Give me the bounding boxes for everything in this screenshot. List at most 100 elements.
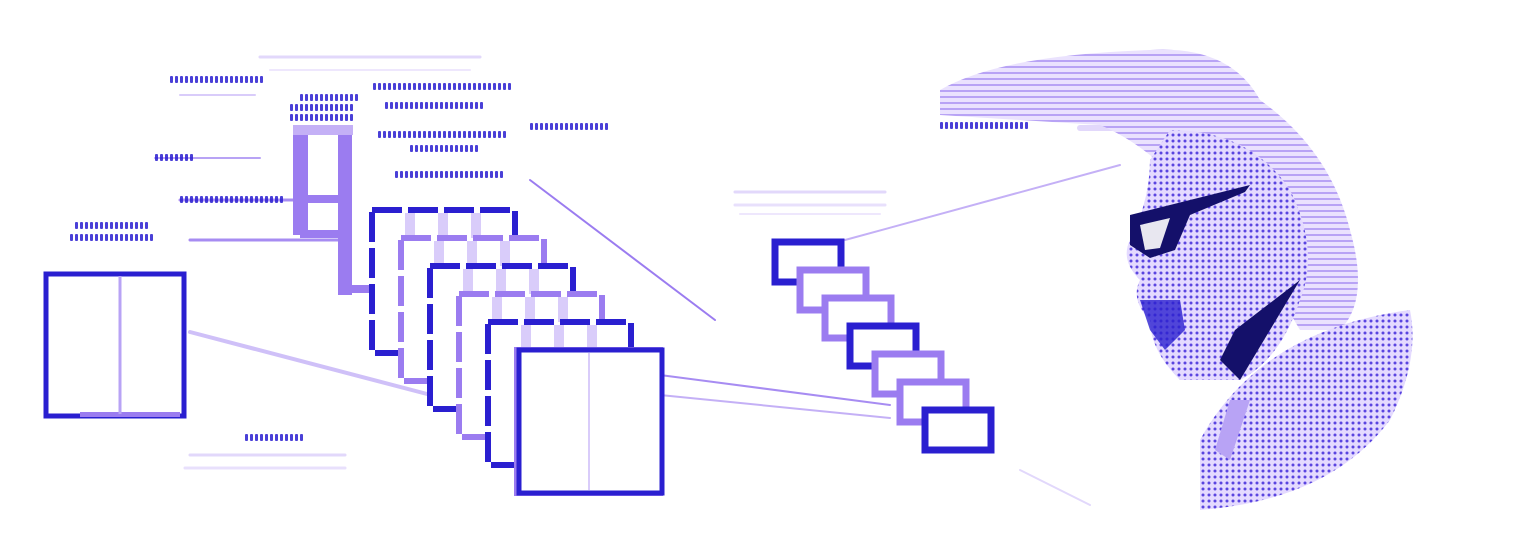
glyph-mark: [495, 171, 498, 178]
glyph-mark: [383, 131, 386, 138]
glyph-mark: [463, 131, 466, 138]
glyph-mark: [190, 76, 193, 83]
glyph-mark: [418, 83, 421, 90]
glyph-mark: [433, 131, 436, 138]
feature-map-stack: [369, 207, 665, 496]
feature-map-band: [529, 269, 539, 309]
glyph-mark: [575, 123, 578, 130]
glyph-mark: [545, 123, 548, 130]
glyph-mark: [483, 131, 486, 138]
glyph-mark: [270, 196, 273, 203]
glyph-mark: [80, 234, 83, 241]
feature-map-band: [587, 325, 597, 365]
glyph-mark: [275, 196, 278, 203]
feature-map-band: [554, 325, 564, 365]
glyph-mark: [310, 94, 313, 101]
glyph-mark: [455, 171, 458, 178]
glyph-mark: [245, 434, 248, 441]
glyph-mark: [220, 196, 223, 203]
glyph-mark: [455, 102, 458, 109]
glyph-mark: [125, 234, 128, 241]
glyph-mark: [480, 102, 483, 109]
glyph-mark: [320, 114, 323, 121]
glyph-mark: [460, 145, 463, 152]
glyph-mark: [550, 123, 553, 130]
feature-map-band: [492, 297, 502, 337]
feature-map-band: [496, 269, 506, 309]
glyph-mark: [488, 131, 491, 138]
glyph-mark: [345, 114, 348, 121]
feature-map-band: [438, 213, 448, 253]
glyph-mark: [205, 196, 208, 203]
glyph-mark: [508, 83, 511, 90]
glyph-mark: [220, 76, 223, 83]
glyph-mark: [250, 196, 253, 203]
glyph-mark: [405, 102, 408, 109]
glyph-mark: [985, 122, 988, 129]
feature-map-band: [463, 269, 473, 309]
glyph-mark: [428, 83, 431, 90]
glyph-mark: [390, 102, 393, 109]
glyph-mark: [433, 83, 436, 90]
glyph-mark: [395, 102, 398, 109]
glyph-mark: [535, 123, 538, 130]
glyph-mark: [1000, 122, 1003, 129]
glyph-mark: [570, 123, 573, 130]
glyph-mark: [190, 196, 193, 203]
glyph-mark: [320, 94, 323, 101]
glyph-mark: [473, 131, 476, 138]
glyph-mark: [493, 83, 496, 90]
glyph-mark: [373, 83, 376, 90]
glyph-mark: [340, 114, 343, 121]
glyph-mark: [470, 171, 473, 178]
glyph-mark: [995, 122, 998, 129]
glyph-mark: [285, 434, 288, 441]
glyph-mark: [383, 83, 386, 90]
glyph-mark: [463, 83, 466, 90]
glyph-mark: [120, 222, 123, 229]
glyph-mark: [300, 94, 303, 101]
glyph-mark: [580, 123, 583, 130]
glyph-mark: [1010, 122, 1013, 129]
glyph-mark: [145, 222, 148, 229]
glyph-mark: [160, 154, 163, 161]
glyph-mark: [180, 76, 183, 83]
glyph-mark: [175, 76, 178, 83]
glyph-mark: [95, 222, 98, 229]
glyph-mark: [75, 222, 78, 229]
glyph-mark: [393, 131, 396, 138]
face-profile: [940, 49, 1413, 510]
glyph-mark: [255, 434, 258, 441]
glyph-mark: [120, 234, 123, 241]
glyph-mark: [483, 83, 486, 90]
glyph-mark: [240, 196, 243, 203]
glyph-mark: [75, 234, 78, 241]
glyph-mark: [955, 122, 958, 129]
glyph-mark: [413, 83, 416, 90]
glyph-mark: [165, 154, 168, 161]
glyph-mark: [423, 83, 426, 90]
glyph-mark: [448, 131, 451, 138]
glyph-mark: [980, 122, 983, 129]
glyph-mark: [185, 196, 188, 203]
glyph-mark: [453, 83, 456, 90]
glyph-mark: [265, 196, 268, 203]
glyph-mark: [335, 114, 338, 121]
glyph-mark: [540, 123, 543, 130]
glyph-mark: [565, 123, 568, 130]
glyph-mark: [418, 131, 421, 138]
glyph-mark: [940, 122, 943, 129]
glyph-mark: [300, 434, 303, 441]
glyph-mark: [260, 434, 263, 441]
glyph-mark: [340, 104, 343, 111]
glyph-mark: [398, 131, 401, 138]
glyph-mark: [320, 104, 323, 111]
glyph-mark: [155, 154, 158, 161]
glyph-mark: [425, 171, 428, 178]
glyph-mark: [330, 94, 333, 101]
glyph-mark: [430, 171, 433, 178]
glyph-mark: [295, 114, 298, 121]
glyph-mark: [378, 131, 381, 138]
glyph-mark: [585, 123, 588, 130]
glyph-mark: [440, 145, 443, 152]
